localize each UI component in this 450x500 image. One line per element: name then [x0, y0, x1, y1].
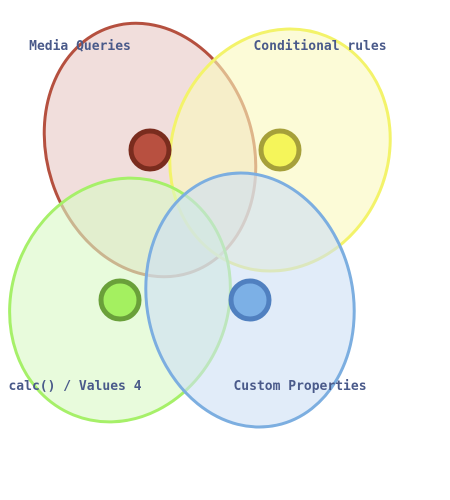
media-queries-label: Media Queries [29, 39, 131, 54]
region-nodes [98, 128, 302, 322]
region-labels: Media Queries Conditional rules calc() /… [8, 39, 386, 394]
calc-values-node [98, 278, 142, 322]
custom-properties-label: Custom Properties [233, 379, 366, 394]
conditional-rules-node [258, 128, 302, 172]
custom-properties-node [228, 278, 272, 322]
calc-values-label: calc() / Values 4 [8, 379, 141, 394]
media-queries-node [128, 128, 172, 172]
conditional-rules-label: Conditional rules [253, 39, 386, 54]
